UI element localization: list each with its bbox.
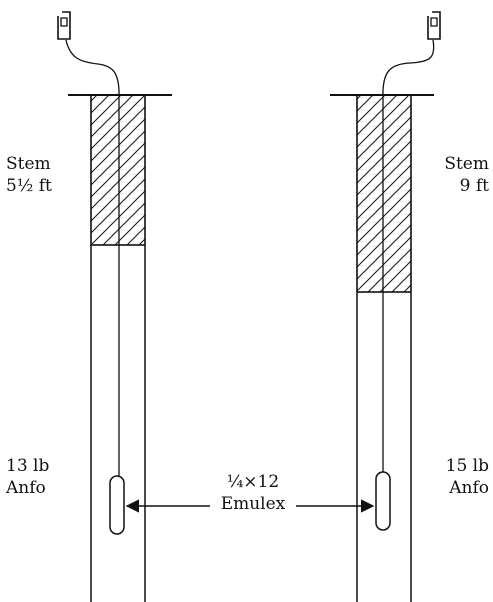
right-stemming: [356, 94, 412, 293]
left-stemming: [90, 94, 146, 246]
primer-size: ¼×12: [226, 472, 280, 492]
left-charge-type: Anfo: [6, 478, 46, 498]
right-blast-hole: [330, 11, 441, 602]
right-charge-weight: 15 lb: [445, 456, 489, 476]
left-stem-title: Stem: [6, 154, 51, 174]
left-stem-label: Stem 5½ ft: [6, 153, 52, 197]
left-charge-label: 13 lb Anfo: [6, 455, 49, 499]
right-stem-title: Stem: [444, 154, 489, 174]
left-detonator-wire: [65, 39, 120, 480]
detonator-cap-icon: [427, 11, 441, 40]
left-charge-weight: 13 lb: [6, 456, 50, 476]
left-primer-cartridge: [109, 475, 125, 535]
right-charge-type: Anfo: [449, 478, 489, 498]
right-detonator-wire: [382, 39, 435, 476]
right-charge-label: 15 lb Anfo: [446, 455, 489, 499]
right-stem-length: 9 ft: [459, 176, 489, 196]
detonator-cap-icon: [57, 11, 71, 40]
left-stem-length: 5½ ft: [6, 176, 52, 196]
left-blast-hole: [57, 11, 172, 602]
right-primer-cartridge: [375, 471, 391, 531]
primer-label: ¼×12 Emulex: [193, 471, 313, 515]
primer-name: Emulex: [216, 493, 290, 515]
right-stem-label: Stem 9 ft: [444, 153, 489, 197]
